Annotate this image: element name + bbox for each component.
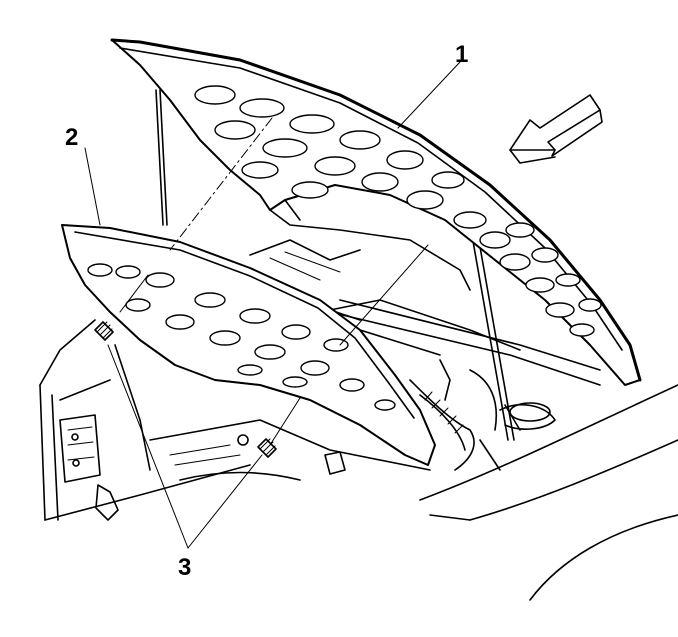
insulator-holes: [87, 263, 396, 411]
hood-inner-holes: [194, 85, 602, 337]
push-pin-retainer-right: [257, 438, 277, 458]
hood-panel: [110, 38, 642, 386]
leader-lines: [84, 61, 461, 549]
callout-3-label: 3: [178, 554, 191, 581]
hood-insulator-panel: [61, 224, 436, 466]
vehicle-body: [39, 239, 678, 601]
callout-2-label: 2: [65, 124, 78, 151]
callout-1-label: 1: [455, 41, 468, 68]
arrow-pointing-forward-left-icon: [509, 94, 603, 164]
callout-labels: 1 2 3: [65, 41, 468, 581]
push-pin-retainer-left: [94, 321, 114, 341]
